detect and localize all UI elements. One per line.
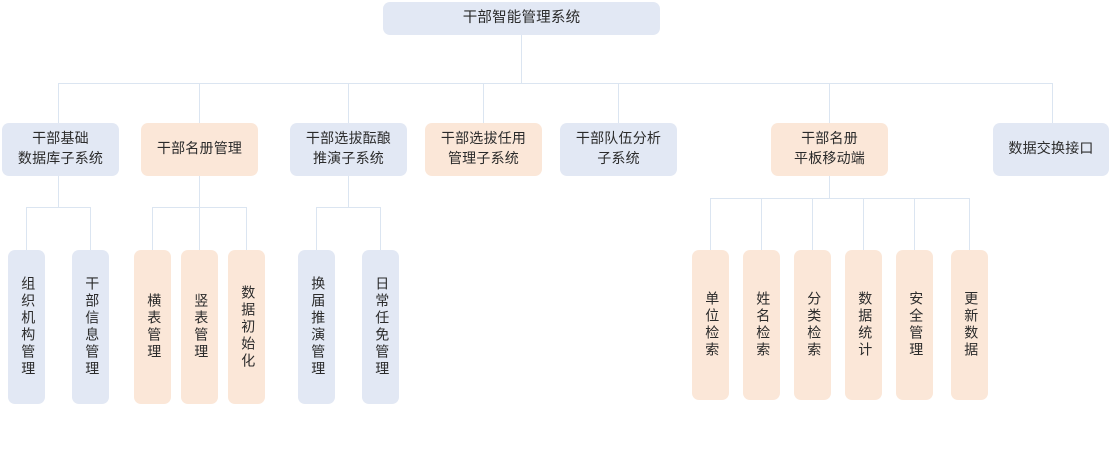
node-security-management[interactable]: 安全管理	[896, 250, 933, 400]
node-data-statistics[interactable]: 数据统计	[845, 250, 882, 400]
connector-drop-mobile-3	[812, 198, 813, 250]
node-data-initialization[interactable]: 数据初始化	[228, 250, 265, 404]
connector-root-stem	[521, 35, 522, 83]
connector-drop-roster-3	[246, 207, 247, 250]
connector-drop-mobile-5	[914, 198, 915, 250]
connector-bus-group-selection	[316, 207, 380, 208]
node-unit-search[interactable]: 单位检索	[692, 250, 729, 400]
connector-drop-mobile-1	[710, 198, 711, 250]
connector-stem-l2-7	[1052, 83, 1053, 123]
node-term-change-simulation-management[interactable]: 换届推演管理	[298, 250, 335, 404]
connector-drop-roster-2	[199, 207, 200, 250]
connector-drop-mobile-6	[969, 198, 970, 250]
node-daily-appointment-removal-management-label: 日常任免管理	[373, 276, 390, 378]
node-cadre-info-management-label: 干部信息管理	[83, 276, 100, 378]
node-cadre-basic-database-subsystem[interactable]: 干部基础 数据库子系统	[2, 123, 119, 176]
connector-drop-selection-1	[316, 207, 317, 250]
connector-stem-l2-1	[58, 83, 59, 123]
node-category-search[interactable]: 分类检索	[794, 250, 831, 400]
connector-stem-group-selection	[348, 176, 349, 207]
connector-stem-l2-4	[483, 83, 484, 123]
connector-stem-group-roster	[199, 176, 200, 207]
node-cadre-selection-deliberation-subsystem[interactable]: 干部选拔酝酿 推演子系统	[290, 123, 407, 176]
connector-drop-selection-2	[380, 207, 381, 250]
node-org-structure-management[interactable]: 组织机构管理	[8, 250, 45, 404]
node-category-search-label: 分类检索	[805, 291, 822, 359]
connector-stem-l2-2	[199, 83, 200, 123]
node-vertical-table-management[interactable]: 竖表管理	[181, 250, 218, 404]
connector-stem-l2-6	[829, 83, 830, 123]
node-cadre-roster-management[interactable]: 干部名册管理	[141, 123, 258, 176]
node-unit-search-label: 单位检索	[703, 291, 720, 359]
connector-drop-db-2	[90, 207, 91, 250]
node-daily-appointment-removal-management[interactable]: 日常任免管理	[362, 250, 399, 404]
node-name-search[interactable]: 姓名检索	[743, 250, 780, 400]
connector-level2-bus	[58, 83, 1053, 84]
connector-drop-roster-1	[152, 207, 153, 250]
node-cadre-roster-tablet-mobile[interactable]: 干部名册 平板移动端	[771, 123, 888, 176]
node-data-initialization-label: 数据初始化	[239, 284, 256, 370]
connector-stem-l2-5	[618, 83, 619, 123]
node-update-data-label: 更新数据	[962, 291, 979, 359]
node-update-data[interactable]: 更新数据	[951, 250, 988, 400]
node-security-management-label: 安全管理	[907, 291, 924, 359]
node-cadre-team-analysis-subsystem[interactable]: 干部队伍分析 子系统	[560, 123, 677, 176]
connector-bus-group-mobile	[710, 198, 970, 199]
node-org-structure-management-label: 组织机构管理	[19, 276, 36, 378]
node-horizontal-table-management[interactable]: 横表管理	[134, 250, 171, 404]
node-name-search-label: 姓名检索	[754, 291, 771, 359]
node-horizontal-table-management-label: 横表管理	[145, 293, 162, 361]
node-term-change-simulation-management-label: 换届推演管理	[309, 276, 326, 378]
connector-drop-mobile-2	[761, 198, 762, 250]
node-vertical-table-management-label: 竖表管理	[192, 293, 209, 361]
node-data-exchange-interface[interactable]: 数据交换接口	[993, 123, 1109, 176]
node-data-statistics-label: 数据统计	[856, 291, 873, 359]
connector-stem-group-db	[58, 176, 59, 207]
connector-drop-mobile-4	[863, 198, 864, 250]
node-root[interactable]: 干部智能管理系统	[383, 2, 660, 35]
connector-bus-group-db	[26, 207, 91, 208]
connector-stem-group-mobile	[829, 176, 830, 198]
node-cadre-info-management[interactable]: 干部信息管理	[72, 250, 109, 404]
connector-stem-l2-3	[348, 83, 349, 123]
node-cadre-selection-appointment-subsystem[interactable]: 干部选拔任用 管理子系统	[425, 123, 542, 176]
connector-drop-db-1	[26, 207, 27, 250]
